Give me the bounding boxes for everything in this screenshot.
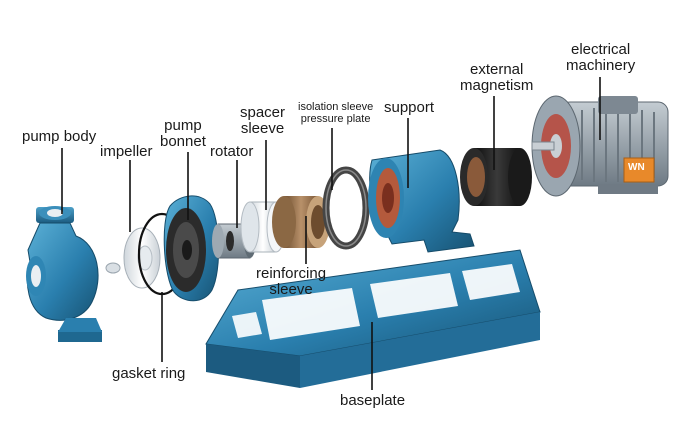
reinforcing-sleeve-part [272, 196, 330, 248]
label-spacer-sleeve: spacer sleeve [240, 104, 286, 137]
label-pump-body: pump body [22, 128, 97, 145]
impeller-nut-part [105, 262, 121, 274]
isolation-sleeve-pressure-plate-part [322, 166, 370, 250]
label-gasket-ring: gasket ring [112, 365, 186, 382]
impeller-part [123, 227, 161, 289]
label-isolation-sleeve-pressure-plate: isolation sleeve pressure plate [298, 101, 374, 125]
motor-badge-text: WN [628, 162, 645, 173]
electrical-machinery-part [531, 95, 669, 197]
label-baseplate: baseplate [340, 392, 406, 409]
leader-lines [61, 77, 601, 390]
label-external-magnetism: external magnetism [460, 61, 534, 94]
label-impeller: impeller [100, 143, 153, 160]
label-rotator: rotator [210, 143, 254, 160]
support-part [368, 149, 475, 253]
pump-bonnet-part [163, 195, 219, 302]
label-electrical-machinery: electrical machinery [566, 41, 636, 74]
label-support: support [384, 99, 435, 116]
label-pump-bonnet: pump bonnet [160, 117, 206, 150]
pump-body-part [26, 206, 102, 342]
baseplate-part [205, 249, 541, 388]
label-reinforcing-sleeve: reinforcing sleeve [256, 265, 327, 298]
external-magnetism-part [460, 148, 532, 206]
